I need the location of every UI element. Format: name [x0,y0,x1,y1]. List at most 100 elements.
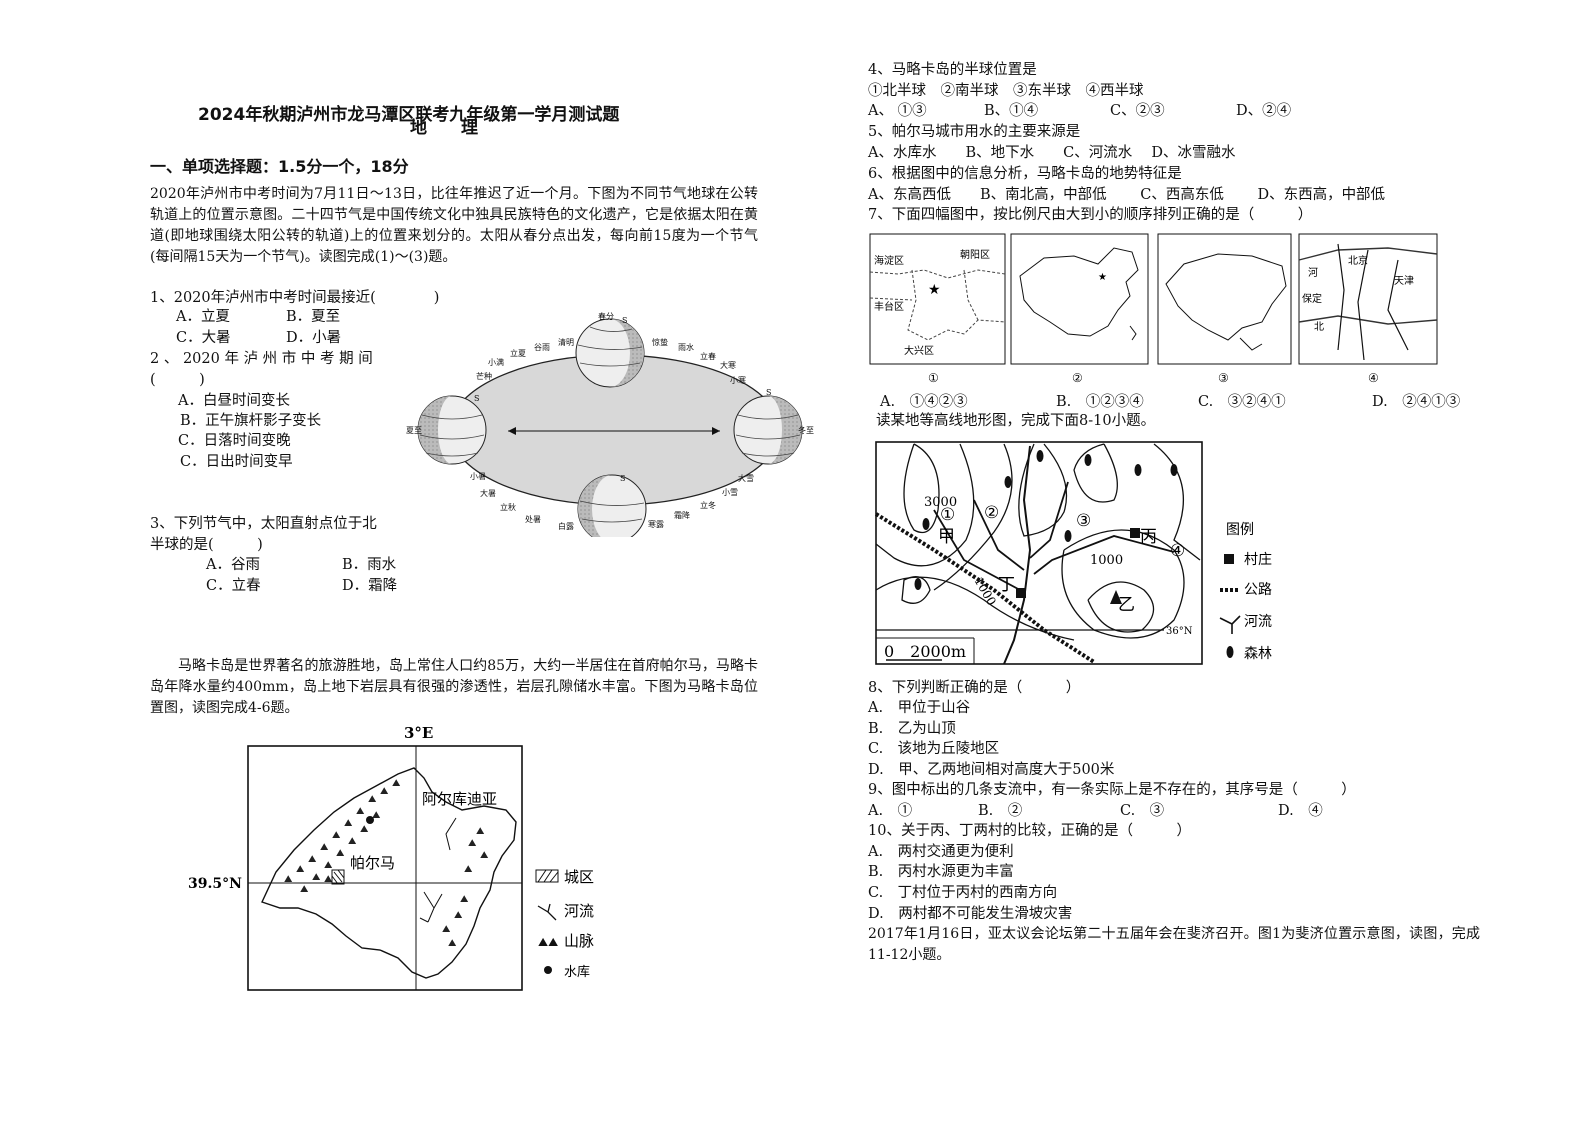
longitude-label: 3°E [404,724,433,742]
term-lichun: 立春 [700,351,716,361]
intro-paragraph-2: 马略卡岛是世界著名的旅游胜地，岛上常住人口约85万，大约一半居住在首府帕尔马，马… [150,658,758,716]
q5-stem: 5、帕尔马城市用水的主要来源是 [868,124,1081,140]
q10-option-d: D. 两村都不可能发生滑坡灾害 [868,906,1073,922]
map4-beijing: 北京 [1348,254,1368,267]
legend-river: 河流 [564,902,594,920]
q8-stem: 8、下列判断正确的是（ ） [868,680,1081,696]
q7-option-a: A. ①④②③ [880,394,968,410]
svg-text:⛰: ⛰ [324,860,333,871]
map4-number: ④ [1368,371,1379,385]
q10-option-c: C. 丁村位于丙村的西南方向 [868,885,1058,901]
map1-haidian: 海淀区 [874,254,904,267]
legend-reservoir: 水库 [564,964,590,980]
mallorca-map: ⛰⛰⛰⛰ ⛰⛰⛰⛰ ⛰⛰⛰⛰ ⛰⛰⛰⛰ ⛰⛰ ⛰⛰⛰⛰ ⛰⛰⛰⛰ 3°E 39.… [184,722,624,994]
q7-option-b: B. ①②③④ [1056,394,1144,410]
q1-option-c: C．大暑 [176,330,231,346]
pole-label-1: S [622,316,627,325]
q7-option-c: C. ③②④① [1198,394,1286,410]
term-qingming: 清明 [558,337,574,347]
map2-number: ② [1072,371,1083,385]
q1-option-a: A．立夏 [176,309,230,325]
q10-option-b: B. 丙村水源更为丰富 [868,864,1014,880]
svg-text:⛰: ⛰ [460,894,469,905]
map4-he: 河 [1308,267,1318,279]
exam-title: 2024年秋期泸州市龙马潭区联考九年级第一学月测试题 [198,105,620,125]
term-lixia: 立夏 [510,348,526,358]
term-xiaoxue: 小雪 [722,488,738,497]
svg-text:⛰: ⛰ [380,786,389,797]
svg-text:⛰: ⛰ [476,826,485,837]
q4-option-a: A、 ①③ [868,103,927,119]
latitude-label: 39.5°N [188,876,242,892]
contour-bing: 丙 [1140,527,1157,547]
q4-option-d: D、②④ [1236,103,1292,119]
svg-text:⛰: ⛰ [368,794,377,805]
q2-option-a: A．白昼时间变长 [178,393,290,409]
place-alcudia: 阿尔库迪亚 [422,790,497,808]
q9-option-a: A. ① [868,803,913,819]
intro-paragraph-1: 2020年泸州市中考时间为7月11日～13日，比往年推迟了近一个月。下图为不同节… [150,186,758,265]
q6-stem: 6、根据图中的信息分析，马略卡岛的地势特征是 [868,166,1182,182]
q2-stem: 2 、 2020 年 泸 州 市 中 考 期 间 [150,351,373,367]
svg-text:⛰: ⛰ [464,864,473,875]
q2-option-c: C．日落时间变晚 [178,433,291,449]
q1-stem: 1、2020年泸州市中考时间最接近( ) [150,290,440,306]
q4-option-c: C、②③ [1110,103,1165,119]
legend-mountain: 山脉 [564,932,594,950]
contour-branch-1: ① [940,505,955,525]
q9-option-d: D. ④ [1278,803,1323,819]
svg-text:⛰⛰: ⛰⛰ [538,935,558,949]
svg-text:⛰: ⛰ [448,938,457,949]
term-xiaohan: 小寒 [730,375,746,385]
q1-option-b: B．夏至 [286,309,341,325]
q4-stem: 4、马略卡岛的半球位置是 [868,62,1037,78]
q2-stem-bracket: ( ) [150,372,205,388]
svg-text:⛰: ⛰ [372,810,381,821]
contour-elev-3000: 3000 [924,495,957,510]
svg-text:⛰: ⛰ [360,824,369,835]
term-shuangjiang: 霜降 [674,510,690,520]
contour-lat: 36°N [1166,626,1193,637]
term-hanlu: 寒露 [648,519,664,529]
place-palma: 帕尔马 [350,854,395,872]
svg-text:⛰: ⛰ [392,778,401,789]
section-heading: 一、单项选择题：1.5分一个，18分 [150,157,409,176]
q9-stem: 9、图中标出的几条支流中，有一条实际上是不存在的，其序号是（ ） [868,782,1356,798]
q7-stem: 7、下面四幅图中，按比例尺由大到小的顺序排列正确的是（ ） [868,207,1313,223]
q2-option-b: B．正午旗杆影子变长 [180,413,322,429]
map3-number: ③ [1218,371,1229,385]
svg-text:⛰: ⛰ [356,806,365,817]
q3-option-a: A．谷雨 [206,557,260,573]
contour-legend-village: 村庄 [1244,551,1272,568]
svg-text:⛰: ⛰ [454,910,463,921]
svg-text:⛰: ⛰ [324,874,333,885]
legend-urban: 城区 [564,868,594,886]
pole-label-3: S [766,388,771,397]
svg-text:⛰: ⛰ [468,838,477,849]
intro-paragraph-4: 2017年1月16日，亚太议会论坛第二十五届年会在斐济召开。图1为斐济位置示意图… [868,926,1480,963]
q3-stem: 3、下列节气中，太阳直射点位于北 [150,516,377,532]
term-jingzhe: 惊蛰 [652,337,668,347]
q5-options: A、水库水 B、地下水 C、河流水 D、冰雪融水 [868,145,1236,161]
svg-text:★: ★ [1098,272,1107,283]
term-dashu: 大暑 [480,488,496,498]
contour-ding: 丁 [998,575,1015,595]
q7-option-d: D. ②④①③ [1372,394,1461,410]
svg-text:⛰: ⛰ [348,836,357,847]
term-mangzhong: 芒种 [476,371,492,381]
term-dahan: 大寒 [720,360,736,370]
earth-orbit-diagram: 春分 夏至 冬至 秋分 S S S S 清明 谷雨 立夏 小满 芒种 惊蛰 雨水… [400,305,830,537]
contour-scale: 0 2000m [884,642,966,661]
q8-option-a: A. 甲位于山谷 [868,700,971,716]
label-winter: 冬至 [798,425,814,435]
contour-legend-forest: 森林 [1244,646,1272,662]
contour-branch-2: ② [984,503,999,523]
map4-baoding: 保定 [1302,292,1322,305]
map1-chaoyang: 朝阳区 [960,249,990,261]
q3-option-d: D．霜降 [342,578,398,594]
subject-title: 地 理 [410,118,478,138]
svg-text:⛰: ⛰ [332,830,341,841]
term-guyu: 谷雨 [534,343,550,352]
q3-option-c: C．立春 [206,578,261,594]
q3-option-b: B．雨水 [342,557,397,573]
